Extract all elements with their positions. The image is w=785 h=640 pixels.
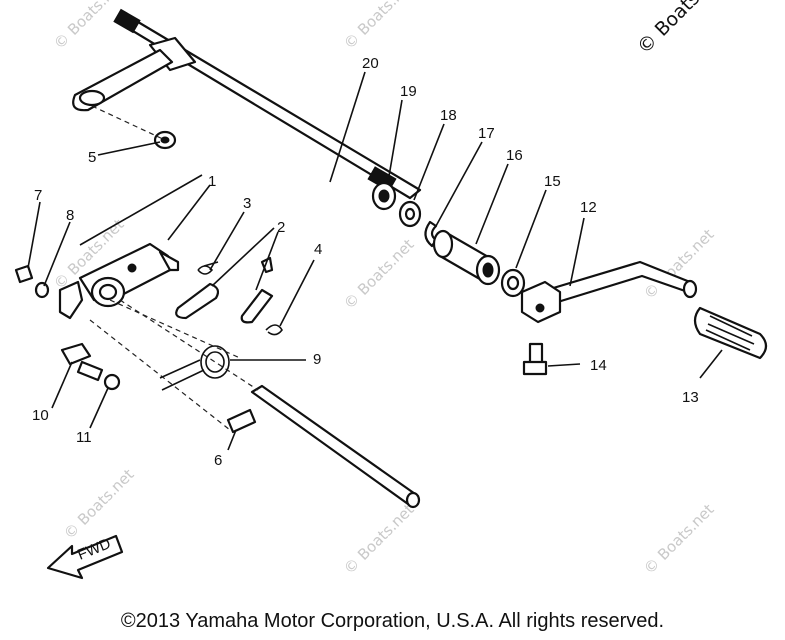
part-8-washer	[34, 281, 50, 299]
part-5-bushing	[153, 130, 177, 150]
part-4-clip	[265, 324, 283, 336]
part-14-bolt	[522, 342, 548, 376]
label-8: 8	[66, 207, 74, 224]
part-labels: 1 2 3 4 5 6 7 8 9 10 11 12 13 14 15 16 1…	[32, 55, 699, 469]
label-2: 2	[277, 219, 285, 236]
label-6: 6	[214, 452, 222, 469]
label-9: 9	[313, 351, 321, 368]
watermark: © Boats.net	[640, 500, 718, 578]
watermark: © Boats.net	[340, 0, 418, 53]
watermark-corner: © Boats.net	[633, 0, 731, 59]
label-16: 16	[506, 147, 523, 164]
shift-rod	[250, 384, 421, 509]
label-11: 11	[76, 429, 92, 446]
watermark: © Boats.net	[60, 465, 138, 543]
part-13-grip	[693, 306, 768, 360]
watermark: © Boats.net	[640, 225, 718, 303]
part-11-washer	[103, 373, 121, 391]
label-3: 3	[243, 195, 251, 212]
part-1-shift-arm	[58, 242, 180, 320]
label-14: 14	[590, 357, 607, 374]
assembly-lines	[89, 105, 259, 431]
part-20-shift-shaft	[72, 8, 422, 200]
watermark: © Boats.net	[340, 235, 418, 313]
label-13: 13	[682, 389, 699, 406]
label-19: 19	[400, 83, 417, 100]
label-1: 1	[208, 173, 216, 190]
copyright-notice: ©2013 Yamaha Motor Corporation, U.S.A. A…	[120, 610, 665, 632]
label-10: 10	[32, 407, 49, 424]
label-15: 15	[544, 173, 561, 190]
part-2-levers	[175, 256, 274, 324]
shaft-washers	[371, 181, 526, 298]
label-4: 4	[314, 241, 322, 258]
leader-lines	[27, 71, 723, 451]
part-9-torsion-spring	[159, 345, 230, 391]
part-7-nut	[14, 264, 34, 284]
label-12: 12	[580, 199, 597, 216]
part-6-pin	[226, 408, 257, 434]
label-7: 7	[34, 187, 42, 204]
label-17: 17	[478, 125, 495, 142]
fwd-arrow: FWD	[46, 534, 124, 580]
label-5: 5	[88, 149, 96, 166]
watermark: © Boats.net	[340, 500, 418, 578]
label-18: 18	[440, 107, 457, 124]
part-3-spring	[197, 261, 219, 275]
parts-diagram: © Boats.net © Boats.net © Boats.net © Bo…	[14, 0, 768, 580]
label-20: 20	[362, 55, 379, 72]
part-10-bolt	[60, 342, 104, 382]
watermark: © Boats.net	[50, 0, 128, 53]
part-12-shift-lever	[520, 260, 698, 324]
